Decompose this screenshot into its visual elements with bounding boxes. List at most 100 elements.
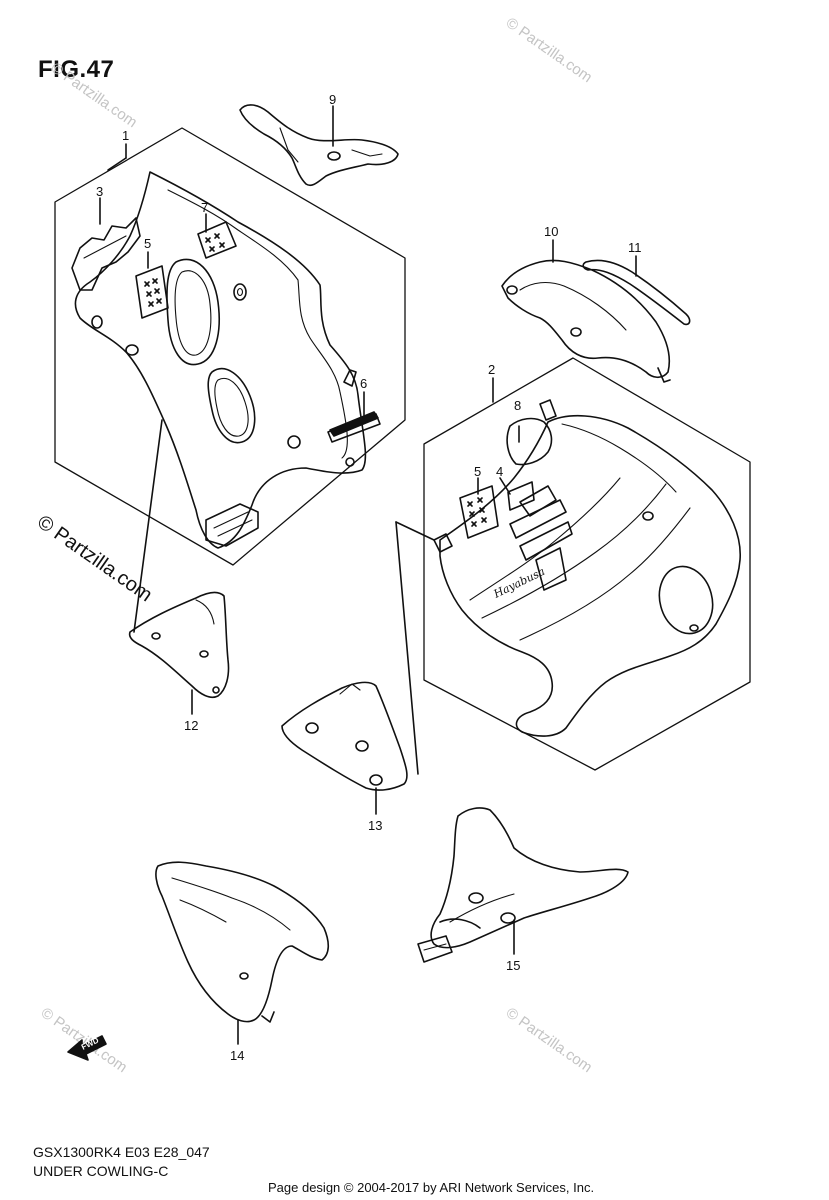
part-10-inner-panel bbox=[501, 259, 671, 383]
part-1-grommet-upper bbox=[233, 283, 247, 301]
callout-8: 8 bbox=[514, 398, 521, 413]
callout-2: 2 bbox=[488, 362, 495, 377]
callout-14: 14 bbox=[230, 1048, 244, 1063]
part-5-decal-left bbox=[135, 265, 169, 319]
leader-assembly-1-to-12 bbox=[133, 419, 163, 633]
part-9-flange bbox=[279, 127, 299, 163]
part-13-outline bbox=[281, 681, 408, 791]
callout-3: 3 bbox=[96, 184, 103, 199]
part-10-outline bbox=[501, 259, 671, 379]
part-9-tab-line bbox=[351, 149, 383, 157]
part-10-crease bbox=[519, 281, 627, 331]
part-2-hole-upper bbox=[642, 511, 654, 521]
part-6-cushion bbox=[327, 411, 381, 443]
part-1-lower-bracket-rib-a bbox=[213, 511, 249, 529]
watermark-bottom-left: © Partzilla.com bbox=[38, 1004, 131, 1076]
part-12-outline bbox=[128, 591, 230, 699]
watermark-bottom-right: © Partzilla.com bbox=[503, 1004, 596, 1076]
callout-11: 11 bbox=[628, 240, 642, 255]
part-2-hole-lower bbox=[689, 624, 699, 632]
part-14-outline bbox=[155, 861, 330, 1023]
part-1-outline bbox=[74, 171, 367, 549]
part-15-bracket-rib bbox=[423, 943, 447, 951]
callout-1: 1 bbox=[122, 128, 129, 143]
part-12-crease bbox=[195, 599, 215, 625]
part-14-crease bbox=[171, 877, 291, 931]
assembly-1-hexagon bbox=[54, 127, 406, 566]
part-7-decal bbox=[197, 221, 237, 259]
callout-15: 15 bbox=[506, 958, 520, 973]
watermark-layer: © Partzilla.com © Partzilla.com © Partzi… bbox=[33, 14, 595, 1076]
part-7-outline bbox=[197, 221, 237, 259]
part-9-hole bbox=[327, 151, 341, 161]
leader-assembly-2-to-13 bbox=[395, 521, 419, 775]
part-10-clip bbox=[657, 367, 671, 383]
part-1-inner-edge bbox=[167, 189, 348, 459]
part-12-hole-a bbox=[151, 632, 161, 640]
part-10-hole-b bbox=[570, 327, 582, 337]
part-13-tab bbox=[339, 683, 361, 695]
callout-numbers: 1 2 3 4 5 5 6 7 8 9 10 11 12 13 14 15 bbox=[96, 92, 642, 1063]
part-15-lower-cowling-center bbox=[417, 807, 629, 963]
part-3-rib bbox=[83, 235, 127, 259]
leader-4 bbox=[499, 477, 511, 495]
part-1-lower-bracket bbox=[205, 503, 259, 547]
callout-5-right: 5 bbox=[474, 464, 481, 479]
callout-9: 9 bbox=[329, 92, 336, 107]
part-14-hole bbox=[239, 972, 249, 980]
part-1-grommet-upper-hole bbox=[236, 287, 244, 297]
part-1-hole-mid bbox=[125, 344, 139, 356]
assembly-2-hexagon bbox=[423, 357, 751, 771]
part-2-graphic-line-a bbox=[469, 477, 621, 601]
part-13-lower-panel bbox=[281, 681, 408, 791]
part-2-upper-cowling: Hayabusa bbox=[439, 414, 741, 737]
figure-title: FIG.47 bbox=[38, 56, 115, 83]
part-2-kanji-graphic bbox=[509, 485, 573, 591]
assembly-1-frame bbox=[54, 127, 406, 566]
part-1-upper-opening-inner bbox=[174, 270, 212, 356]
part-5-right-outline bbox=[459, 485, 499, 539]
part-5-left-outline bbox=[135, 265, 169, 319]
part-1-tab bbox=[343, 369, 357, 387]
part-1-left-cowling bbox=[74, 171, 367, 549]
part-15-vent bbox=[439, 918, 481, 929]
part-12-side-panel bbox=[128, 591, 230, 699]
part-12-hole-b bbox=[199, 650, 209, 658]
footer-credit: Page design © 2004-2017 by ARI Network S… bbox=[268, 1180, 595, 1195]
part-4-insulator bbox=[507, 481, 535, 511]
part-3-outline bbox=[71, 217, 141, 291]
callout-4: 4 bbox=[496, 464, 503, 479]
callout-7: 7 bbox=[201, 200, 208, 215]
part-8-tab bbox=[539, 399, 557, 421]
assembly-2-clip bbox=[433, 533, 453, 553]
leader-lines bbox=[99, 105, 637, 1045]
leader-1-b bbox=[107, 157, 127, 171]
part-1-lower-opening-inner bbox=[214, 378, 249, 437]
part-1-hole-left bbox=[91, 315, 103, 329]
part-5-right-pattern bbox=[467, 497, 487, 527]
watermark-top-right: © Partzilla.com bbox=[503, 14, 596, 86]
part-15-grommet-a bbox=[468, 892, 484, 904]
part-7-pattern bbox=[205, 233, 225, 252]
assembly-2-frame bbox=[423, 357, 751, 771]
part-5-left-pattern bbox=[144, 278, 162, 307]
part-15-grommet-b bbox=[500, 912, 516, 924]
part-14-inner-edge bbox=[179, 899, 227, 923]
part-2-inner-edge bbox=[561, 423, 677, 493]
part-14-clip bbox=[261, 1011, 275, 1023]
part-3-bracket bbox=[71, 217, 141, 291]
part-4-outline bbox=[507, 481, 535, 511]
part-13-grommet-a bbox=[305, 722, 319, 734]
part-15-front-bracket bbox=[417, 935, 453, 963]
part-1-upper-opening bbox=[166, 258, 220, 366]
callout-13: 13 bbox=[368, 818, 382, 833]
model-code: GSX1300RK4 E03 E28_047 bbox=[33, 1144, 210, 1160]
part-11-trim-strip bbox=[582, 259, 691, 326]
part-6-top-face bbox=[329, 411, 379, 437]
part-9-bracket bbox=[239, 104, 399, 187]
part-1-hole-rear bbox=[345, 457, 355, 467]
watermark-prominent: © Partzilla.com bbox=[33, 511, 156, 606]
part-2-graphic-line-b bbox=[481, 483, 667, 619]
